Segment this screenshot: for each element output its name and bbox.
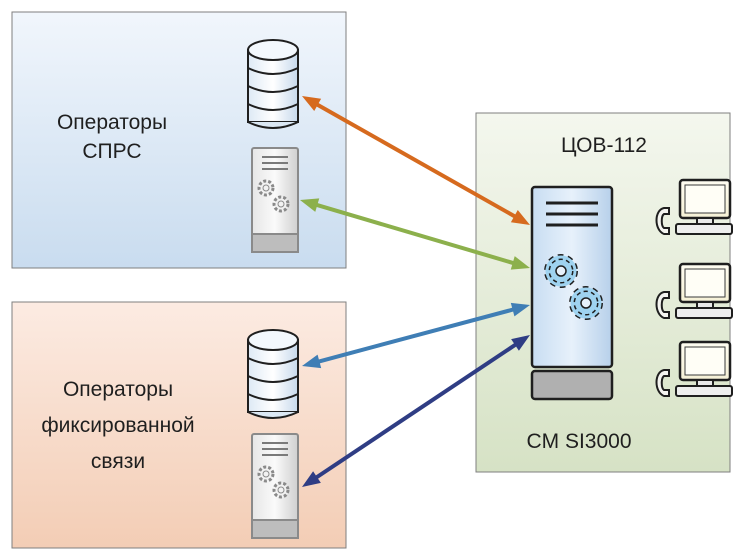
telephone-icon — [655, 207, 670, 235]
telephone-icon — [655, 369, 670, 397]
central-server-label: CM SI3000 — [526, 430, 631, 453]
gear-icon — [544, 254, 578, 288]
fixed-operators-label-line2: фиксированной — [41, 414, 194, 437]
arrowhead — [302, 471, 321, 487]
computer-monitor-icon — [675, 262, 733, 319]
gear-icon — [272, 481, 290, 499]
gear-icon — [569, 286, 603, 320]
gear-icon — [272, 195, 290, 213]
connection-fixed-server-line — [312, 341, 520, 481]
fixed-operators-label-line1: Операторы — [63, 378, 173, 401]
operator-workstation-2 — [655, 262, 733, 319]
connection-mobile-database-line — [313, 101, 519, 220]
arrowhead — [510, 210, 530, 225]
central-server-icon — [530, 185, 614, 401]
arrowhead — [510, 256, 530, 270]
computer-monitor-icon — [675, 178, 733, 235]
operator-workstation-3 — [655, 340, 733, 397]
operator-workstation-1 — [655, 178, 733, 235]
arrowhead — [302, 96, 322, 111]
server-icon — [251, 433, 299, 539]
gear-icon — [257, 465, 275, 483]
fixed-operators-label-line3: связи — [91, 450, 145, 473]
server-icon — [251, 147, 299, 253]
connection-mobile-server-line — [312, 202, 518, 266]
connection-arrows — [300, 96, 530, 487]
gear-icon — [257, 179, 275, 197]
arrowhead — [302, 354, 322, 369]
computer-monitor-icon — [675, 340, 733, 397]
mobile-operators-label-line1: Операторы — [57, 111, 167, 134]
database-icon — [247, 329, 299, 419]
arrowhead — [300, 198, 320, 212]
telephone-icon — [655, 291, 670, 319]
mobile-operators-label-line2: СПРС — [82, 140, 141, 163]
arrowhead — [511, 335, 530, 351]
database-icon — [247, 39, 299, 129]
arrowhead — [510, 302, 530, 317]
connection-fixed-database-line — [315, 306, 517, 365]
emergency-center-title: ЦОВ-112 — [561, 134, 647, 157]
